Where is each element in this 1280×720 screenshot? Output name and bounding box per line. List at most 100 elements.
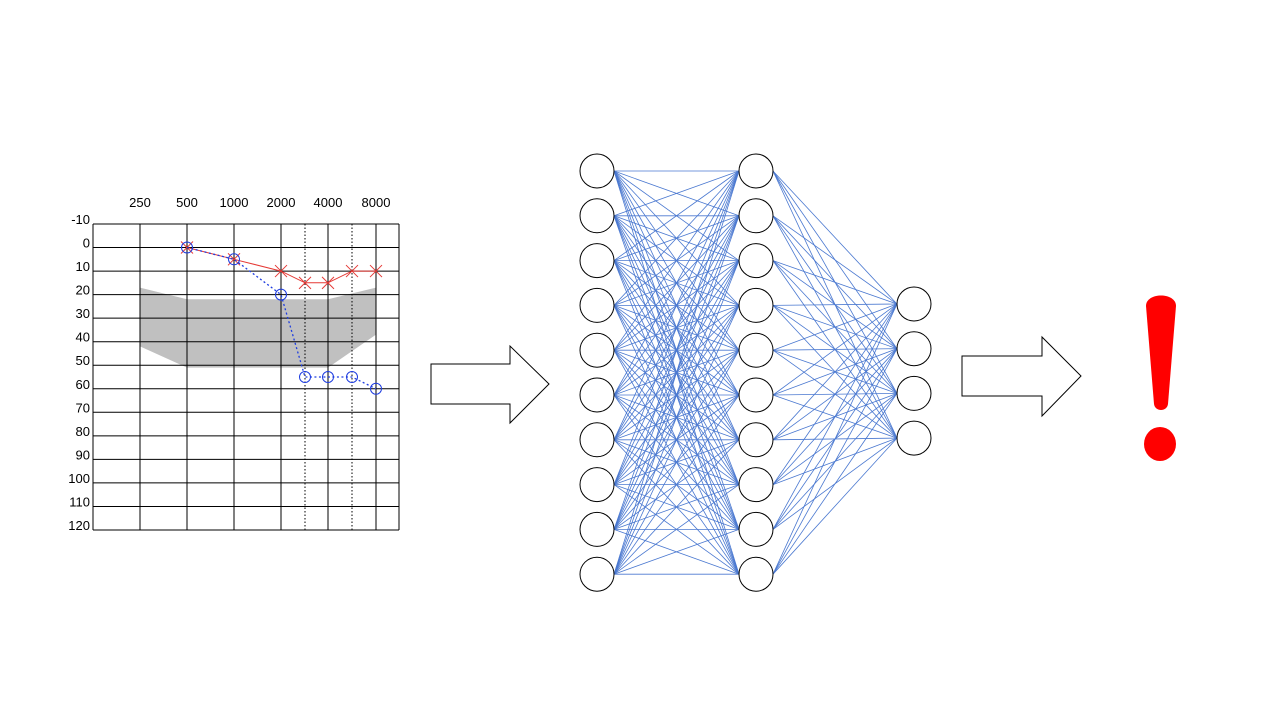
- frequency-label: 500: [176, 195, 198, 210]
- neural-network: [579, 153, 932, 592]
- network-connections: [613, 170, 898, 575]
- hearing-level-label: 50: [76, 353, 90, 368]
- input-node: [579, 332, 615, 368]
- hearing-level-label: 30: [76, 306, 90, 321]
- input-node: [579, 243, 615, 279]
- network-connection: [772, 303, 898, 485]
- hidden-node: [738, 511, 774, 547]
- hearing-level-label: 90: [76, 447, 90, 462]
- input-node: [579, 467, 615, 503]
- hearing-level-label: 80: [76, 424, 90, 439]
- right-ear-cross-marker: [298, 276, 312, 290]
- input-node: [579, 556, 615, 592]
- network-connection: [613, 260, 740, 575]
- hidden-node: [738, 153, 774, 189]
- frequency-label: 8000: [362, 195, 391, 210]
- network-connection: [772, 170, 898, 305]
- right-ear-cross-marker: [274, 264, 288, 278]
- input-node: [579, 153, 615, 189]
- network-connection: [772, 437, 898, 575]
- left-ear-circle-marker: [181, 241, 193, 254]
- input-node: [579, 511, 615, 547]
- hearing-level-label: 110: [69, 494, 90, 509]
- hidden-node: [738, 556, 774, 592]
- network-connection: [613, 170, 740, 440]
- network-connection: [613, 170, 740, 530]
- hearing-level-label: 100: [68, 471, 90, 486]
- network-connection: [613, 170, 740, 217]
- hidden-node: [738, 467, 774, 503]
- left-ear-circle-marker: [299, 371, 311, 383]
- network-connection: [772, 303, 898, 351]
- frequency-label: 4000: [314, 195, 343, 210]
- frequency-label: 250: [129, 195, 151, 210]
- left-ear-circle-marker: [275, 288, 287, 301]
- network-connection: [613, 170, 740, 351]
- output-node: [896, 375, 932, 411]
- hearing-level-label: 120: [68, 518, 90, 533]
- hearing-level-label: 60: [76, 377, 90, 392]
- network-connection: [772, 303, 898, 575]
- hearing-level-label: -10: [71, 212, 90, 227]
- right-ear-cross-marker: [321, 276, 335, 290]
- right-ear-cross-marker: [369, 264, 383, 278]
- network-connection: [772, 303, 898, 441]
- audiogram-chart: 250 500 1000 2000 4000 8000 -10 0 10 20 30 40 50 60 7…: [68, 195, 400, 533]
- hearing-level-label: 20: [76, 283, 90, 298]
- network-connection: [772, 303, 898, 396]
- audiogram-grid: [92, 223, 400, 531]
- frequency-label: 1000: [220, 195, 249, 210]
- network-connection: [772, 303, 898, 306]
- right-ear-cross-marker: [345, 264, 359, 278]
- network-connection: [613, 170, 740, 261]
- input-node: [579, 198, 615, 234]
- input-node: [579, 377, 615, 413]
- input-node: [579, 422, 615, 458]
- normal-range-region: [140, 287, 376, 368]
- output-node: [896, 286, 932, 322]
- network-connection: [772, 393, 898, 575]
- hearing-level-labels: -10 0 10 20 30 40 50 60 70 80 90 100 110 120: [68, 212, 90, 533]
- left-ear-series: [181, 241, 382, 395]
- hidden-node: [738, 287, 774, 323]
- hidden-node: [738, 198, 774, 234]
- network-connection: [613, 170, 740, 575]
- arrow-right-icon: [430, 344, 550, 425]
- network-connection: [613, 170, 740, 306]
- hidden-node: [738, 422, 774, 458]
- output-node: [896, 331, 932, 367]
- network-connection: [613, 439, 740, 575]
- arrow-right-icon: [961, 335, 1082, 418]
- left-ear-circle-marker: [370, 382, 382, 395]
- network-connection: [613, 394, 740, 575]
- network-connection: [772, 348, 898, 575]
- frequency-labels: 250 500 1000 2000 4000 8000: [129, 195, 390, 210]
- network-connection: [613, 170, 740, 485]
- exclamation-mark-icon: [1144, 295, 1176, 461]
- hidden-node: [738, 377, 774, 413]
- network-connection: [772, 215, 898, 305]
- network-connection: [613, 305, 740, 575]
- hearing-level-label: 40: [76, 330, 90, 345]
- network-connection: [613, 350, 740, 575]
- frequency-label: 2000: [267, 195, 296, 210]
- left-ear-line: [186, 246, 377, 390]
- hidden-node: [738, 243, 774, 279]
- network-connection: [613, 170, 740, 396]
- network-nodes: [579, 153, 932, 592]
- hidden-node: [738, 332, 774, 368]
- hearing-level-label: 0: [83, 236, 90, 251]
- network-connection: [772, 303, 898, 530]
- normal-range-area: [140, 287, 376, 368]
- input-node: [579, 287, 615, 323]
- hearing-level-label: 10: [76, 259, 90, 274]
- network-connection: [613, 215, 740, 575]
- network-connection: [613, 529, 740, 575]
- left-ear-circle-marker: [228, 253, 240, 266]
- hearing-level-label: 70: [76, 400, 90, 415]
- left-ear-circle-marker: [322, 371, 334, 383]
- network-connection: [772, 260, 898, 305]
- left-ear-circle-marker: [346, 371, 358, 383]
- output-node: [896, 420, 932, 456]
